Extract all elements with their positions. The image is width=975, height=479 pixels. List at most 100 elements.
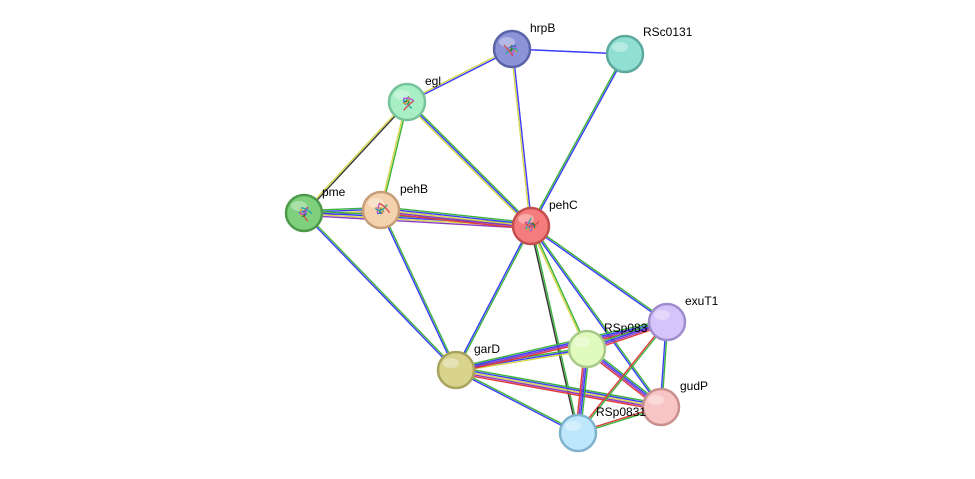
node-circle — [647, 302, 687, 342]
protein-structure-icon — [298, 206, 313, 222]
edge-evidence-line — [510, 49, 531, 227]
edge-evidence-line — [531, 225, 589, 349]
edge-evidence-line — [379, 210, 456, 371]
edge-evidence-line — [576, 321, 667, 433]
node-label-gudP: gudP — [680, 379, 708, 393]
edge-pehB-garD[interactable] — [379, 209, 458, 371]
edge-evidence-line — [380, 210, 531, 229]
edge-evidence-line — [406, 101, 532, 227]
node-circle — [558, 413, 598, 453]
node-highlight — [612, 42, 628, 52]
edge-evidence-line — [303, 214, 531, 230]
edge-evidence-line — [304, 211, 458, 370]
edge-garD-RSp0831[interactable] — [455, 368, 579, 435]
edge-evidence-line — [456, 366, 662, 405]
edge-RSc0131-pehC[interactable] — [529, 53, 627, 227]
node-circle — [605, 34, 645, 74]
edge-evidence-line — [455, 372, 661, 411]
node-highlight — [654, 310, 670, 320]
node-garD[interactable]: garD — [436, 342, 500, 390]
node-label-RSc0131: RSc0131 — [643, 25, 693, 39]
edge-evidence-line — [456, 367, 662, 407]
edge-pehC-RSp0830[interactable] — [529, 225, 589, 350]
node-label-egl: egl — [425, 74, 441, 88]
edge-evidence-line — [302, 100, 407, 213]
edge-pme-garD[interactable] — [302, 211, 458, 372]
edge-evidence-line — [455, 320, 667, 370]
edge-hrpB-pehC[interactable] — [510, 48, 533, 227]
node-label-pme: pme — [322, 185, 346, 199]
node-RSc0131[interactable]: RSc0131 — [605, 25, 693, 74]
node-label-RSp0831: RSp0831 — [596, 405, 646, 419]
node-label-pehB: pehB — [400, 182, 428, 196]
edge-pehB-pehC[interactable] — [380, 206, 532, 230]
node-label-hrpB: hrpB — [530, 21, 555, 35]
node-gudP[interactable]: gudP — [641, 379, 708, 427]
edge-evidence-line — [531, 224, 668, 322]
node-pehC[interactable]: pehC — [511, 198, 578, 246]
edge-evidence-line — [529, 226, 587, 350]
node-egl[interactable]: egl — [387, 74, 441, 122]
edge-evidence-line — [380, 209, 532, 227]
edge-evidence-line — [531, 54, 627, 227]
protein-structure-icon — [503, 44, 519, 57]
node-circle — [567, 329, 607, 369]
node-highlight — [394, 90, 410, 100]
edge-evidence-line — [454, 225, 531, 370]
node-highlight — [499, 37, 515, 47]
node-label-pehC: pehC — [549, 198, 578, 212]
edge-egl-pehC[interactable] — [405, 100, 533, 228]
edge-evidence-line — [406, 47, 512, 102]
edge-evidence-line — [381, 207, 532, 226]
node-highlight — [443, 358, 459, 368]
edge-pehC-RSp0831[interactable] — [529, 225, 580, 434]
protein-structure-icon — [402, 95, 415, 111]
node-highlight — [574, 337, 590, 347]
edge-evidence-line — [456, 368, 579, 433]
protein-structure-icon — [524, 217, 540, 232]
edge-pehC-garD[interactable] — [454, 225, 533, 371]
edge-pehC-gudP[interactable] — [529, 225, 663, 408]
edge-evidence-line — [529, 226, 578, 434]
edge-evidence-line — [531, 225, 580, 433]
edge-evidence-line — [455, 370, 578, 435]
node-highlight — [565, 421, 581, 431]
protein-structure-icon — [374, 202, 391, 215]
node-highlight — [648, 395, 664, 405]
edge-evidence-line — [381, 209, 458, 370]
node-exuT1[interactable]: exuT1 — [647, 294, 719, 342]
edge-pehC-exuT1[interactable] — [530, 224, 668, 324]
edge-evidence-line — [304, 102, 409, 215]
node-pme[interactable]: pme — [284, 185, 346, 233]
node-label-exuT1: exuT1 — [685, 294, 719, 308]
edge-evidence-line — [407, 49, 513, 104]
edge-evidence-line — [455, 369, 662, 408]
node-pehB[interactable]: pehB — [361, 182, 428, 230]
node-circle — [436, 350, 476, 390]
edge-evidence-line — [381, 206, 532, 224]
edge-evidence-line — [455, 318, 667, 369]
node-label-RSp0830: RSp083 — [604, 321, 648, 335]
edge-hrpB-egl[interactable] — [406, 47, 513, 104]
edge-evidence-line — [529, 53, 625, 226]
edge-evidence-line — [531, 225, 663, 407]
edges-layer — [302, 47, 669, 435]
node-label-garD: garD — [474, 342, 500, 356]
edge-exuT1-RSp0831[interactable] — [576, 321, 669, 434]
edge-evidence-line — [578, 322, 669, 434]
edge-evidence-line — [302, 213, 456, 372]
edge-evidence-line — [530, 226, 667, 324]
edge-evidence-line — [405, 102, 531, 228]
node-hrpB[interactable]: hrpB — [492, 21, 555, 69]
node-RSp0830[interactable]: RSp083 — [567, 321, 648, 369]
edge-evidence-line — [380, 212, 531, 230]
node-RSp0831[interactable]: RSp0831 — [558, 405, 646, 453]
edge-evidence-line — [456, 226, 533, 371]
node-circle — [641, 387, 681, 427]
node-highlight — [368, 198, 384, 208]
edge-egl-pme[interactable] — [302, 100, 409, 215]
edge-evidence-line — [512, 48, 533, 226]
edge-garD-gudP[interactable] — [455, 366, 662, 411]
